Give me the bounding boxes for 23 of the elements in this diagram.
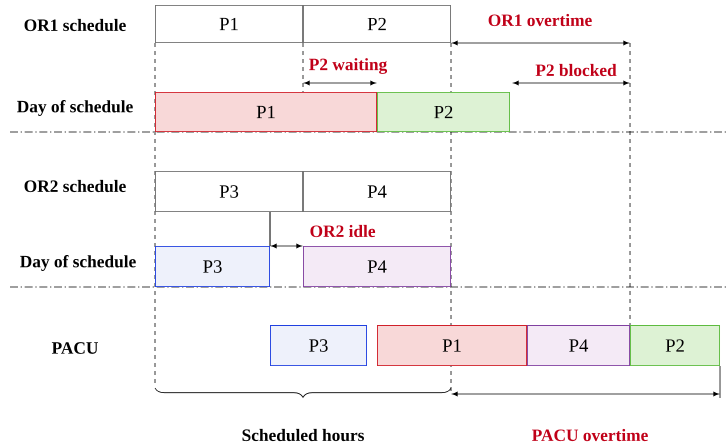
interval-label: P2 waiting <box>309 58 388 74</box>
case-bar: P3 <box>155 246 270 287</box>
case-bar: P3 <box>270 325 367 366</box>
case-bar: P1 <box>377 325 527 366</box>
interval-label: OR1 overtime <box>488 14 592 26</box>
schedule-box: P3 <box>155 171 303 212</box>
interval-label: OR2 idle <box>310 224 376 238</box>
case-bar: P1 <box>155 92 377 132</box>
interval-label: P2 blocked <box>536 64 617 76</box>
row-label: Scheduled hours <box>242 428 364 442</box>
case-bar: P2 <box>630 325 720 366</box>
interval-label: PACU overtime <box>532 428 648 442</box>
schedule-box: P1 <box>155 5 303 43</box>
case-bar: P4 <box>527 325 630 366</box>
row-label: OR2 schedule <box>24 180 126 192</box>
schedule-box: P4 <box>303 171 451 212</box>
schedule-box: P2 <box>303 5 451 43</box>
case-bar: P4 <box>303 246 451 287</box>
row-label: PACU <box>52 342 98 354</box>
case-bar: P2 <box>377 92 510 132</box>
row-label: Day of schedule <box>17 100 133 116</box>
row-label: OR1 schedule <box>24 18 126 32</box>
row-label: Day of schedule <box>20 255 136 271</box>
